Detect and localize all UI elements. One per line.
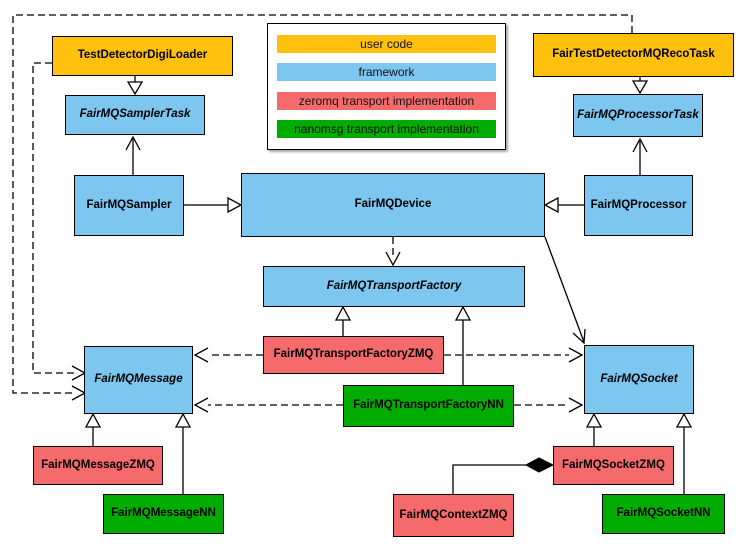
open-arrowhead-icon	[572, 328, 586, 345]
node-fairmq-transport-factory-zmq: FairMQTransportFactoryZMQ	[263, 336, 444, 374]
open-arrowhead-icon	[385, 251, 401, 267]
node-fairmq-sampler-task: FairMQSamplerTask	[65, 95, 205, 135]
edge-tfzmq-message	[193, 347, 263, 363]
edge-sampler-samplertask	[125, 135, 141, 175]
edge-tfnn-transportfactory	[454, 305, 472, 385]
inheritance-triangle-icon	[227, 196, 243, 214]
open-arrowhead-icon	[193, 397, 209, 413]
edge-socketnn-socket	[675, 412, 693, 494]
edge-device-socket	[544, 236, 586, 345]
edge-recotask-processortask	[631, 77, 649, 95]
inheritance-triangle-icon	[631, 80, 649, 95]
edge-messagenn-message	[174, 412, 192, 494]
legend-item-framework: framework	[277, 63, 496, 82]
node-fairmq-message-nn: FairMQMessageNN	[103, 494, 224, 534]
open-arrowhead-icon	[125, 135, 141, 151]
edge-sampler-device	[184, 196, 243, 214]
edge-tfnn-socket	[514, 397, 584, 413]
edge-messagezmq-message	[84, 412, 102, 446]
node-fairmq-transport-factory-nn: FairMQTransportFactoryNN	[343, 385, 514, 427]
edge-processor-processortask	[632, 137, 648, 175]
inheritance-triangle-icon	[126, 81, 144, 96]
composition-diamond-icon	[524, 457, 555, 473]
edge-device-transportfactory	[385, 237, 401, 267]
open-arrowhead-icon	[193, 347, 209, 363]
node-fairmq-message: FairMQMessage	[84, 346, 193, 414]
node-fairmq-device: FairMQDevice	[241, 173, 545, 237]
inheritance-triangle-icon	[174, 412, 192, 428]
node-fairmq-socket: FairMQSocket	[584, 345, 694, 414]
node-fairmq-processor-task: FairMQProcessorTask	[573, 94, 703, 137]
node-fairmq-sampler: FairMQSampler	[74, 175, 184, 236]
node-fairmq-transport-factory: FairMQTransportFactory	[263, 266, 525, 307]
edge-digiloader-samplertask	[126, 76, 144, 96]
edge-socketzmq-socket	[585, 412, 603, 446]
open-arrowhead-icon	[632, 137, 648, 153]
node-fairmq-socket-zmq: FairMQSocketZMQ	[553, 446, 674, 485]
inheritance-triangle-icon	[454, 305, 472, 321]
inheritance-triangle-icon	[675, 412, 693, 428]
edge-contextzmq-socketzmq	[452, 457, 555, 494]
inheritance-triangle-icon	[543, 196, 559, 214]
node-fairmq-socket-nn: FairMQSocketNN	[602, 494, 725, 534]
inheritance-triangle-icon	[334, 305, 352, 321]
open-arrowhead-icon	[568, 397, 584, 413]
edge-tfzmq-socket	[444, 347, 584, 363]
legend-item-user-code: user code	[277, 34, 496, 53]
node-fairmq-message-zmq: FairMQMessageZMQ	[33, 446, 163, 485]
node-fair-test-detector-mq-reco-task: FairTestDetectorMQRecoTask	[533, 33, 734, 77]
legend-item-nanomsg: nanomsg transport implementation	[277, 120, 496, 139]
node-test-detector-digi-loader: TestDetectorDigiLoader	[52, 36, 233, 76]
legend-item-zeromq: zeromq transport implementation	[277, 91, 496, 110]
legend: user code framework zeromq transport imp…	[267, 23, 506, 150]
edge-tfzmq-transportfactory	[334, 305, 352, 336]
node-fairmq-processor: FairMQProcessor	[584, 175, 693, 236]
open-arrowhead-icon	[568, 347, 584, 363]
node-fairmq-context-zmq: FairMQContextZMQ	[393, 494, 514, 537]
inheritance-triangle-icon	[84, 412, 102, 428]
inheritance-triangle-icon	[585, 412, 603, 428]
edge-tfnn-message	[193, 397, 343, 413]
edge-processor-device	[543, 196, 584, 214]
